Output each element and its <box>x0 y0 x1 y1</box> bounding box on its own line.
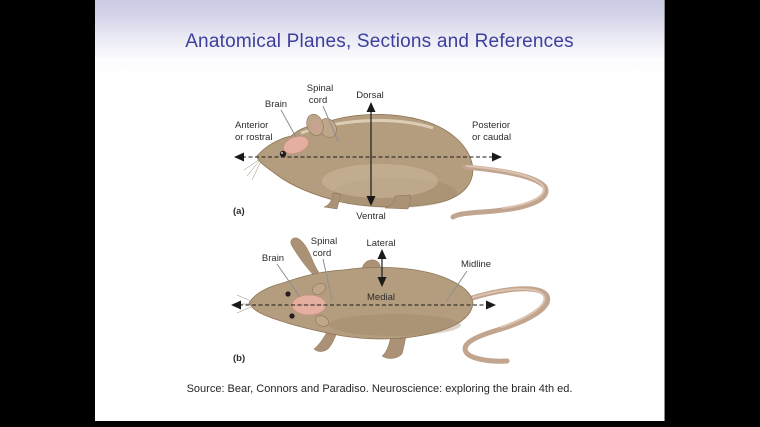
arrowhead-posterior <box>492 152 502 162</box>
arrowhead-ventral <box>366 196 376 206</box>
arrowhead-midline-right <box>486 300 496 310</box>
label-dorsal: Dorsal <box>356 90 383 101</box>
rat-lateral-eye-highlight <box>281 152 283 154</box>
rat-lateral-tail-highlight <box>466 165 545 209</box>
panel-b-label: (b) <box>233 353 245 364</box>
rat-dorsal-front-right-limb <box>313 331 338 352</box>
label-cord-b: cord <box>313 248 331 259</box>
rat-dorsal-body <box>248 266 474 340</box>
anatomy-figure: Spinal cord Brain Dorsal Ventral Anterio… <box>231 83 551 364</box>
rat-lateral-eye <box>279 150 287 158</box>
rat-lateral-belly <box>322 164 438 198</box>
label-spinal-b: Spinal <box>311 236 337 247</box>
label-cord-a: cord <box>309 95 327 106</box>
label-spinal-a: Spinal <box>307 83 333 94</box>
rat-dorsal-eye-left <box>285 291 291 297</box>
leader-midline <box>445 270 468 303</box>
rat-dorsal-front-left-limb <box>290 237 326 282</box>
arrowhead-lateral <box>377 249 387 259</box>
label-midline: Midline <box>461 259 491 270</box>
rat-lateral-ear-inner <box>311 120 321 134</box>
label-posterior-2: or caudal <box>472 132 511 143</box>
rat-dorsal-ear-right <box>315 315 329 327</box>
label-medial: Medial <box>367 292 395 303</box>
label-brain-a: Brain <box>265 99 287 110</box>
rat-lateral-hind-leg <box>384 194 411 210</box>
leader-brain-b <box>276 263 301 298</box>
arrowhead-midline-left <box>231 300 241 310</box>
arrowhead-dorsal <box>366 102 376 112</box>
rat-lateral-front-leg <box>323 192 342 210</box>
label-anterior-1: Anterior <box>235 120 268 131</box>
label-lateral: Lateral <box>366 238 395 249</box>
panel-a: Spinal cord Brain Dorsal Ventral Anterio… <box>233 83 549 222</box>
panel-b: Spinal cord Brain Lateral Medial Midline… <box>231 236 551 364</box>
rat-dorsal-shading <box>329 314 461 336</box>
presentation-slide: Anatomical Planes, Sections and Referenc… <box>95 0 665 421</box>
rat-lateral-brain <box>283 136 309 154</box>
rat-dorsal-eye-right <box>289 313 295 319</box>
panel-a-label: (a) <box>233 206 245 217</box>
label-posterior-1: Posterior <box>472 120 510 131</box>
arrowhead-anterior <box>234 152 244 162</box>
arrowhead-medial <box>377 277 387 287</box>
label-anterior-2: or rostral <box>235 132 272 143</box>
rat-lateral-whiskers <box>243 158 262 181</box>
rat-dorsal-hind-right-limb <box>381 335 407 359</box>
leader-spinal-cord-b <box>322 258 333 301</box>
rat-dorsal-tail-highlight <box>470 288 546 328</box>
rat-dorsal-ear-left <box>312 283 326 295</box>
label-brain-b: Brain <box>262 253 284 264</box>
source-citation: Source: Bear, Connors and Paradiso. Neur… <box>186 383 573 395</box>
label-ventral: Ventral <box>356 211 386 222</box>
leader-brain-a <box>280 109 297 138</box>
leader-spinal-cord-a <box>322 105 339 142</box>
slide-title: Anatomical Planes, Sections and Referenc… <box>185 31 574 52</box>
